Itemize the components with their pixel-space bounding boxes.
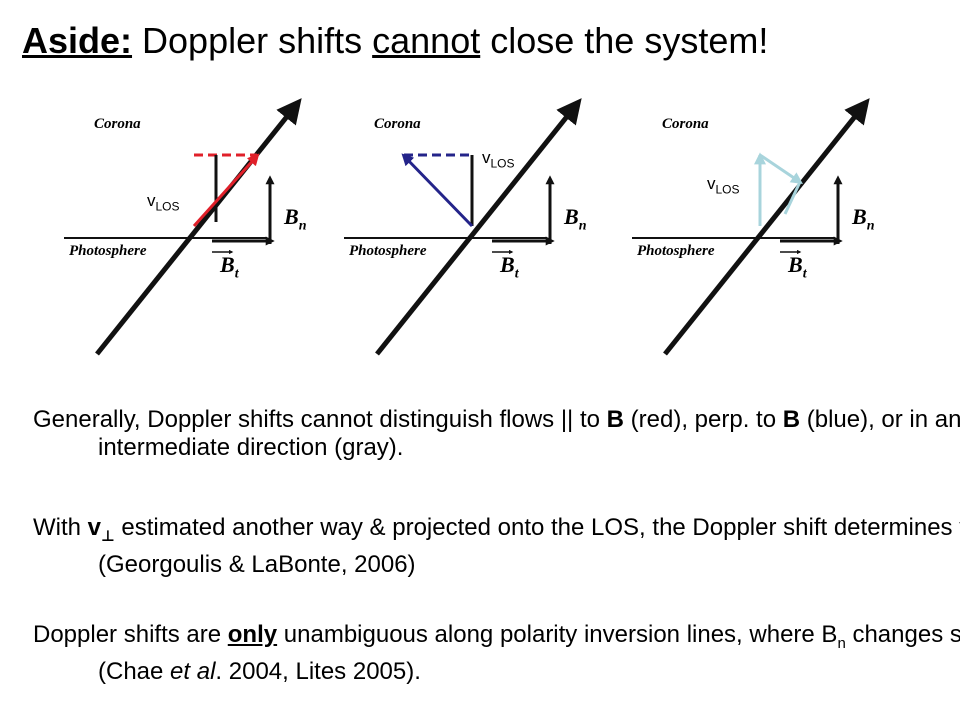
flow-vector-light-diag [759, 153, 803, 185]
panel-perpendicular: Corona Photosphere Bn Bt vLOS [342, 96, 622, 361]
slide-title: Aside: Doppler shifts cannot close the s… [22, 20, 768, 62]
panel-parallel-svg [64, 98, 302, 356]
flow-vector-red [192, 153, 260, 228]
vlos-label: vLOS [147, 191, 180, 214]
corona-label: Corona [374, 116, 421, 132]
bn-label: Bn [564, 204, 587, 234]
vlos-label: vLOS [482, 148, 515, 171]
corona-label: Corona [662, 116, 709, 132]
paragraph-doppler-ambiguity: Generally, Doppler shifts cannot disting… [33, 406, 960, 461]
field-line-arrow [95, 98, 302, 356]
bt-label: Bt [500, 252, 519, 282]
title-emphasis: cannot [372, 20, 481, 61]
bn-label: Bn [852, 204, 875, 234]
title-post: close the system! [480, 20, 769, 61]
title-pre: Doppler shifts [132, 20, 373, 61]
photosphere-label: Photosphere [349, 243, 427, 259]
field-line-arrow [375, 98, 582, 356]
flow-vector-light-return [783, 181, 802, 215]
panel-parallel: Corona Photosphere Bn Bt vLOS [62, 96, 342, 361]
paragraph-inversion-lines: Doppler shifts are only unambiguous alon… [33, 621, 960, 685]
photosphere-label: Photosphere [637, 243, 715, 259]
title-lead: Aside: [22, 20, 133, 61]
photosphere-label: Photosphere [69, 243, 147, 259]
bt-label: Bt [788, 252, 807, 282]
panel-perpendicular-svg [344, 98, 582, 356]
paragraph-projection: With v⊥ estimated another way & projecte… [33, 514, 960, 578]
flow-vector-blue [401, 153, 474, 228]
field-line-arrow [663, 98, 870, 356]
corona-label: Corona [94, 116, 141, 132]
bt-label: Bt [220, 252, 239, 282]
panel-intermediate: Corona Photosphere Bn Bt vLOS [630, 96, 910, 361]
bn-label: Bn [284, 204, 307, 234]
panel-intermediate-svg [632, 98, 870, 356]
vlos-label: vLOS [707, 174, 740, 197]
